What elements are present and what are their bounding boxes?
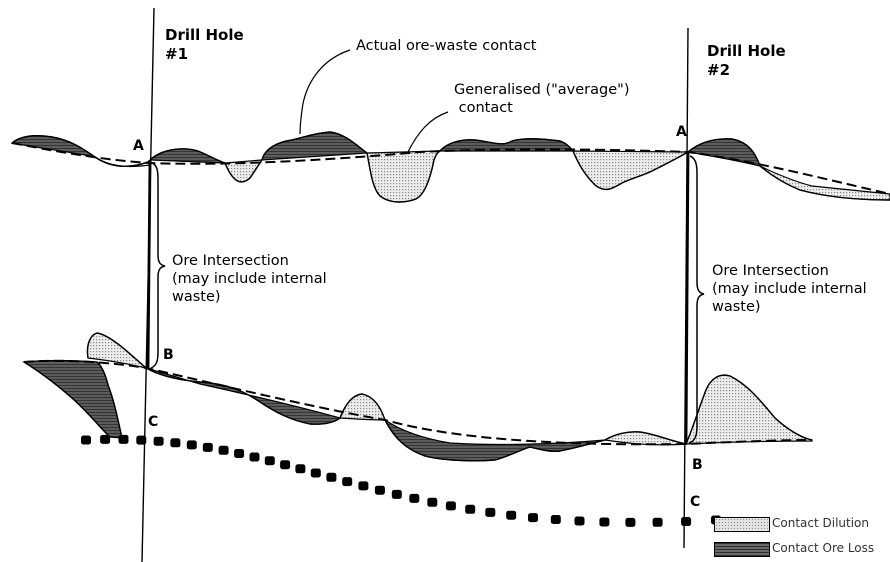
lower-contact: [22, 332, 813, 462]
c-c-dot: [100, 434, 111, 444]
ore-intersection-brace-2: [688, 155, 705, 444]
c-c-dot: [118, 434, 129, 444]
lower-generalised-contact-line: [23, 359, 813, 446]
upper-contact: [10, 131, 890, 203]
legend-ore-loss-label: Contact Ore Loss: [772, 541, 875, 555]
c-c-dot: [599, 517, 610, 527]
c-c-dot: [234, 449, 245, 458]
upper-actual-contact-line: [11, 131, 890, 203]
drill-hole-1-title: Drill Hole #1: [165, 26, 244, 63]
c-c-dot: [186, 440, 197, 450]
point-c-hole-1: C: [148, 414, 159, 430]
upper-ore-loss-zone-3: [261, 131, 369, 161]
c-c-dot: [625, 517, 636, 527]
point-c-hole-2: C: [690, 494, 701, 510]
upper-ore-loss-zone-1: [10, 135, 96, 158]
c-c-dot: [374, 485, 385, 495]
c-c-dot: [136, 435, 147, 445]
c-c-dot: [574, 516, 585, 526]
c-c-dot: [528, 513, 538, 523]
c-c-dot: [391, 489, 402, 499]
c-c-dot: [249, 452, 260, 462]
upper-generalised-contact-line: [11, 142, 890, 195]
ore-intersection-brace-1: [150, 162, 166, 369]
legend-ore-loss-swatch: [714, 542, 770, 557]
upper-ore-loss-zone-2: [148, 148, 226, 164]
c-c-dot: [280, 460, 291, 470]
c-c-dot: [465, 504, 476, 514]
c-c-dot: [550, 515, 561, 524]
c-c-dot: [218, 445, 229, 455]
c-c-dot: [153, 436, 164, 446]
drill-hole-1-intersection: [146, 159, 152, 369]
c-c-dot: [652, 517, 663, 527]
c-c-dot: [170, 438, 181, 448]
c-c-dot: [409, 493, 420, 503]
point-b-hole-1: B: [163, 347, 174, 363]
lower-dilution-zone-2: [339, 393, 386, 421]
point-b-hole-2: B: [692, 457, 703, 473]
c-c-dot: [342, 477, 353, 487]
c-c-dot: [445, 501, 456, 511]
upper-dilution-zone-4: [572, 150, 691, 191]
lower-dilution-zone-4: [685, 374, 813, 445]
ore-intersection-label-2: Ore Intersection (may include internal w…: [712, 263, 867, 315]
legend-dilution-swatch: [714, 517, 770, 532]
generalised-contact-leader: [407, 111, 449, 153]
point-a-hole-1: A: [133, 138, 144, 154]
lower-ore-loss-zone-2: [145, 367, 342, 425]
drill-hole-2-title: Drill Hole #2: [707, 42, 786, 79]
c-c-dotted-line: [81, 434, 721, 527]
c-c-dot: [358, 481, 369, 491]
c-c-dot: [202, 442, 213, 452]
c-c-dot: [326, 472, 337, 482]
c-c-dot: [264, 456, 275, 466]
drill-hole-2-intersection: [684, 151, 690, 445]
c-c-dot: [81, 435, 91, 445]
point-a-hole-2: A: [676, 124, 687, 140]
ore-intersection-label-1: Ore Intersection (may include internal w…: [172, 253, 327, 305]
c-c-dot: [310, 468, 321, 478]
c-c-dot: [506, 510, 517, 520]
legend-dilution-label: Contact Dilution: [772, 516, 870, 530]
c-c-dot: [681, 517, 692, 526]
c-c-dot: [427, 497, 438, 507]
c-c-dot: [295, 464, 306, 474]
generalised-contact-label: Generalised ("average") contact: [454, 82, 630, 116]
c-c-dot: [485, 507, 496, 517]
actual-contact-label: Actual ore-waste contact: [356, 38, 537, 54]
lower-ore-loss-zone-3: [383, 418, 606, 462]
actual-contact-leader: [299, 49, 351, 135]
